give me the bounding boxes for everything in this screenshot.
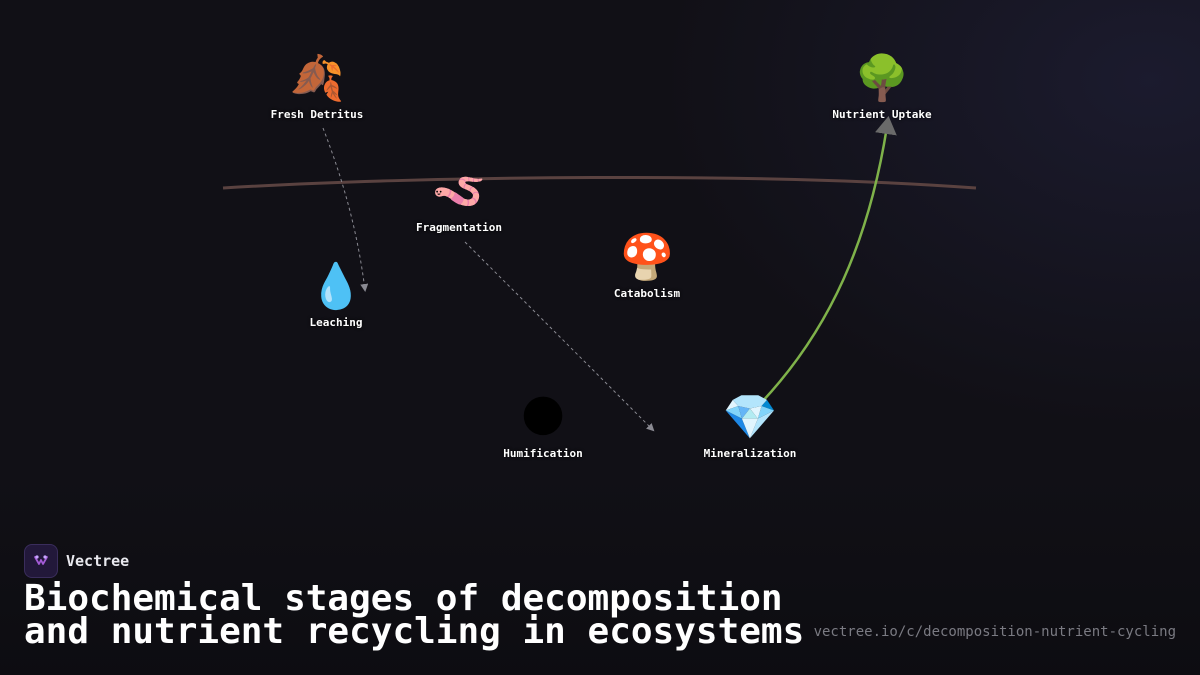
node-mineralization: 💎 Mineralization (660, 392, 840, 461)
worm-icon: 🪱 (431, 166, 487, 217)
node-label: Fragmentation (415, 221, 503, 234)
arrow-mineralization-to-uptake (759, 116, 897, 405)
title-line-1: Biochemical stages of decomposition (24, 578, 783, 619)
node-label: Catabolism (613, 287, 681, 300)
node-humification: 🌑 Humification (453, 392, 633, 461)
source-url: vectree.io/c/decomposition-nutrient-cycl… (813, 624, 1176, 640)
arrow-detritus-to-leaching (322, 127, 369, 292)
fallen-leaves-icon: 🍂 (289, 53, 345, 104)
node-label: Leaching (309, 316, 363, 329)
mushroom-icon: 🍄 (619, 232, 675, 283)
gem-icon: 💎 (722, 392, 778, 443)
node-label: Mineralization (703, 447, 797, 460)
tree-icon: 🌳 (854, 53, 910, 104)
brand: Vectree (24, 544, 129, 578)
node-label: Nutrient Uptake (832, 108, 932, 121)
page-title: Biochemical stages of decomposition and … (24, 578, 824, 652)
vectree-logo-icon (24, 544, 58, 578)
dark-globe-icon: 🌑 (520, 392, 566, 443)
node-nutrient-uptake: 🌳 Nutrient Uptake (792, 53, 972, 122)
arrow-fragmentation-to-humification (464, 241, 655, 432)
node-fresh-detritus: 🍂 Fresh Detritus (227, 53, 407, 122)
node-label: Humification (503, 447, 583, 460)
node-leaching: 💧 Leaching (246, 261, 426, 330)
brand-name: Vectree (66, 552, 130, 570)
title-line-2: and nutrient recycling in ecosystems (24, 611, 805, 652)
soil-surface-line (222, 175, 977, 190)
node-label: Fresh Detritus (270, 108, 364, 121)
node-catabolism: 🍄 Catabolism (557, 232, 737, 301)
droplet-icon: 💧 (308, 261, 364, 312)
node-fragmentation: 🪱 Fragmentation (369, 166, 549, 235)
